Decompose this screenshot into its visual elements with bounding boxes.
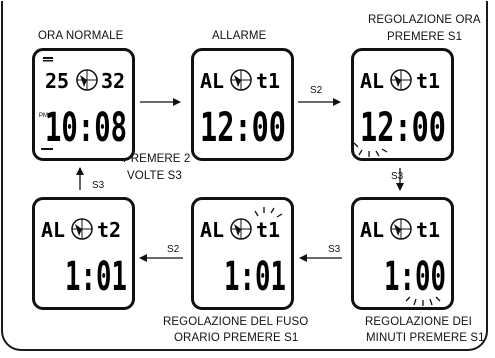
caption-regolazione-fuso-line1: REGOLAZIONE DEL FUSO	[163, 316, 309, 328]
alarm-label: AL	[200, 218, 224, 242]
alarm-label: AL	[41, 218, 65, 242]
time-display: 10:08	[45, 105, 127, 151]
caption-regolazione-minuti-line1: REGOLAZIONE DEI	[365, 316, 472, 328]
label-s3-right: S3	[391, 171, 404, 182]
caption-allarme: ALLARME	[212, 30, 267, 42]
lcd-allarme-2: AL t2 1:01	[32, 197, 135, 310]
date-right: 32	[101, 69, 125, 93]
date-left: 25	[45, 69, 69, 93]
alarm-number: t1	[256, 69, 280, 93]
alarm-label: AL	[360, 69, 384, 93]
caption-regolazione-fuso-line2: ORARIO PREMERE S1	[174, 332, 299, 344]
alarm-number: t2	[97, 218, 121, 242]
time-display: 12:00	[200, 105, 286, 151]
lcd-regolazione-fuso: AL t1 1:01	[191, 197, 294, 310]
note-line1: PREMERE 2	[123, 153, 191, 165]
time-display: 1:01	[224, 254, 286, 300]
blink-marks	[405, 296, 441, 306]
label-s2-bottom: S2	[167, 244, 180, 255]
alarm-label: AL	[200, 69, 224, 93]
lcd-allarme: AL t1 12:00	[191, 48, 294, 161]
note-line2: VOLTE S3	[127, 170, 182, 182]
lcd-ora-normale: 25 32 PM 10:08	[32, 48, 135, 161]
lcd-regolazione-minuti: AL t1 1:00	[351, 197, 454, 310]
alarm-number: t1	[256, 218, 280, 242]
caption-ora-normale: ORA NORMALE	[38, 30, 124, 42]
label-s2-top: S2	[310, 85, 323, 96]
blink-marks	[354, 142, 388, 157]
alarm-label: AL	[360, 218, 384, 242]
label-s3-left: S3	[92, 180, 105, 191]
label-s3-bottom: S3	[328, 244, 341, 255]
caption-regolazione-minuti-line2: MINUTI PREMERE S1	[366, 332, 485, 344]
alarm-number: t1	[416, 218, 440, 242]
pm-flag: PM	[39, 113, 48, 119]
time-display: 1:01	[65, 254, 127, 300]
diagram-frame	[1, 1, 488, 351]
blink-marks	[254, 207, 283, 218]
time-display: 12:00	[360, 105, 446, 151]
alarm-number: t1	[416, 69, 440, 93]
caption-regolazione-ora-line2: PREMERE S1	[387, 31, 463, 43]
caption-regolazione-ora-line1: REGOLAZIONE ORA	[368, 14, 481, 26]
lcd-regolazione-ora: AL t1 12:00	[351, 48, 454, 161]
time-display: 1:00	[384, 254, 446, 300]
